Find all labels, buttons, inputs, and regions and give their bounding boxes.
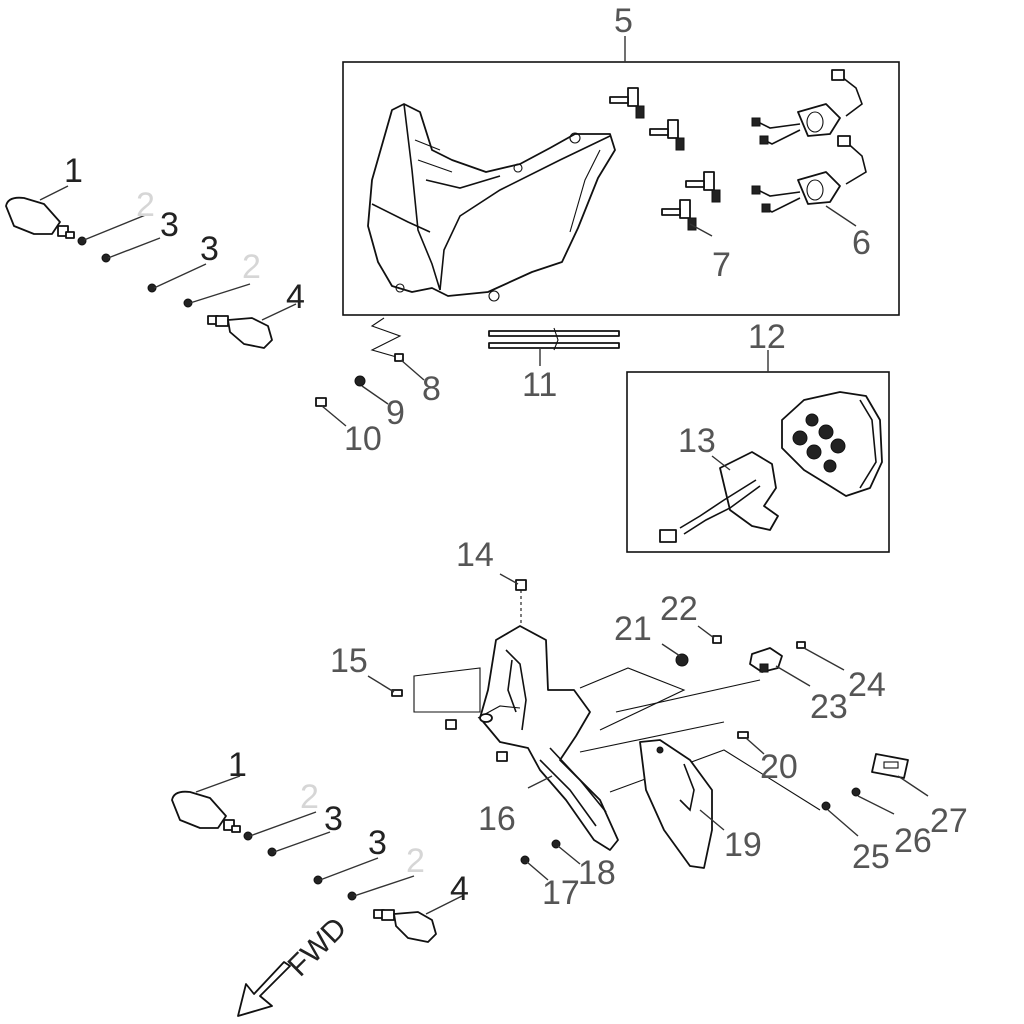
nut-3-top[interactable] <box>101 253 111 263</box>
bolt-10[interactable] <box>315 397 327 407</box>
callout-1-bottom: 1 <box>228 746 247 784</box>
callout-13: 13 <box>678 422 716 460</box>
headlight-housing[interactable] <box>367 103 616 302</box>
callout-19: 19 <box>724 826 762 864</box>
callout-1-top: 1 <box>64 152 83 190</box>
callout-20: 20 <box>760 748 798 786</box>
clip-14[interactable] <box>515 579 527 591</box>
callout-5: 5 <box>614 2 633 40</box>
turn-signal-4-top[interactable] <box>207 315 273 349</box>
leader-6 <box>825 205 857 227</box>
callout-21: 21 <box>614 610 652 648</box>
nut-3-bottom-second[interactable] <box>313 875 323 885</box>
rear-fender-16[interactable] <box>477 625 619 851</box>
nut-25[interactable] <box>821 801 831 811</box>
callout-14: 14 <box>456 536 494 574</box>
taillight-harness-13[interactable] <box>659 451 779 543</box>
turn-signal-1-top[interactable] <box>5 196 75 239</box>
callout-2-bottom-a: 2 <box>300 778 319 816</box>
taillight-assembly-group <box>626 350 890 553</box>
callout-4-bottom: 4 <box>450 870 469 908</box>
bulb-top-2[interactable] <box>649 119 685 151</box>
screw-24[interactable] <box>796 641 806 649</box>
callout-3-bottom-b: 3 <box>368 824 387 862</box>
clip-a[interactable] <box>445 719 457 730</box>
reflector-27[interactable] <box>871 753 909 779</box>
nut-9[interactable] <box>354 375 366 387</box>
callout-8: 8 <box>422 370 441 408</box>
turn-signal-rear-group <box>171 775 463 943</box>
callout-27: 27 <box>930 802 968 840</box>
callout-17: 17 <box>542 874 580 912</box>
callout-15: 15 <box>330 642 368 680</box>
taillight-kit-frame <box>626 371 890 553</box>
callout-25: 25 <box>852 838 890 876</box>
socket-wire-lower[interactable] <box>751 135 867 213</box>
callout-2-top-a: 2 <box>136 186 155 224</box>
forward-direction-arrow: FWD <box>237 911 354 1017</box>
screw-22[interactable] <box>712 635 722 644</box>
tape-strips-11[interactable] <box>488 327 620 366</box>
screw-20[interactable] <box>737 731 749 739</box>
bolt-8[interactable] <box>394 353 404 362</box>
callout-16: 16 <box>478 800 516 838</box>
plate-holder-19[interactable] <box>639 739 725 869</box>
callout-3-top-a: 3 <box>160 206 179 244</box>
callout-labels: 1 2 3 3 2 4 5 6 7 8 9 10 11 12 13 14 15 … <box>64 2 968 912</box>
fwd-label: FWD <box>282 911 354 983</box>
callout-7: 7 <box>712 246 731 284</box>
leader-7 <box>689 223 713 237</box>
callout-10: 10 <box>344 420 382 458</box>
headlight-assembly-group <box>342 36 900 316</box>
fasteners-8-9-10 <box>315 317 425 427</box>
license-lamp-23[interactable] <box>749 647 811 687</box>
taillight-lens[interactable] <box>781 391 883 497</box>
callout-9: 9 <box>386 394 405 432</box>
screw-15[interactable] <box>391 689 403 697</box>
bulb-top-1[interactable] <box>609 87 645 119</box>
callout-11: 11 <box>522 366 557 404</box>
callout-2-top-b: 2 <box>242 248 261 286</box>
washer-26[interactable] <box>851 787 861 797</box>
callout-12: 12 <box>748 318 786 356</box>
dashed-connector <box>370 317 402 359</box>
callout-23: 23 <box>810 688 848 726</box>
callout-4-top: 4 <box>286 278 305 316</box>
callout-6: 6 <box>852 224 871 262</box>
bulb-bottom-1[interactable] <box>685 171 721 203</box>
turn-signal-front-left-group <box>5 185 297 349</box>
callout-18: 18 <box>578 854 616 892</box>
callout-24: 24 <box>848 666 886 704</box>
callout-26: 26 <box>894 822 932 860</box>
callout-2-bottom-b: 2 <box>406 842 425 880</box>
washer-2-top[interactable] <box>77 236 87 246</box>
callout-3-bottom-a: 3 <box>324 800 343 838</box>
bulb-bottom-2[interactable] <box>661 199 697 231</box>
turn-signal-4-bottom[interactable] <box>373 909 437 943</box>
clip-b[interactable] <box>496 751 508 762</box>
socket-wire-upper[interactable] <box>751 69 863 145</box>
rear-fender-assembly <box>367 573 929 881</box>
headlight-kit-frame <box>342 61 900 316</box>
grommet-21[interactable] <box>675 653 689 667</box>
turn-signal-1-bottom[interactable] <box>171 790 241 833</box>
callout-3-top-b: 3 <box>200 230 219 268</box>
callout-22: 22 <box>660 590 698 628</box>
nut-3-second[interactable] <box>147 283 157 293</box>
